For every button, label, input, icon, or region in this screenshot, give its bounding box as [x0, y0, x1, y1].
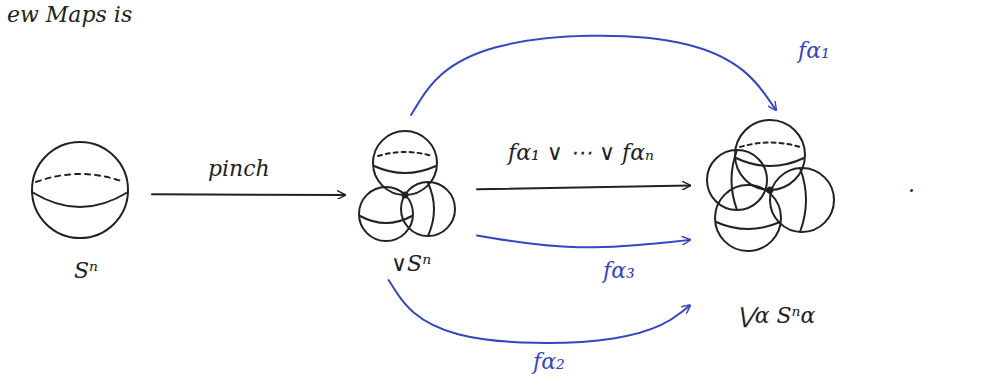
- petal-equator-back: [378, 152, 432, 156]
- petal-equator: [428, 183, 434, 236]
- wedge-petal: [735, 120, 805, 190]
- map-label: fα₁ ∨ ⋯ ∨ fαₙ: [505, 140, 657, 166]
- petal-equator: [374, 166, 436, 173]
- wedge-petal: [707, 150, 767, 210]
- map-label: fα₁: [795, 38, 833, 64]
- sphere: [32, 142, 128, 238]
- petal-equator: [360, 216, 412, 223]
- arrow: [477, 185, 690, 189]
- space-figure: ⋁α Sⁿα: [690, 110, 862, 332]
- petal-equator: [716, 222, 780, 229]
- sphere-equator: [32, 192, 128, 207]
- petal-equator: [732, 150, 738, 210]
- note-text: .: [905, 172, 918, 198]
- petal-equator-back: [740, 143, 800, 148]
- map-label: pinch: [205, 156, 273, 182]
- note-text: ew Maps is: [4, 2, 135, 28]
- space-name: ∨Sⁿ: [345, 251, 477, 276]
- sphere-equator-back: [36, 174, 124, 182]
- map-arrow: [411, 36, 776, 115]
- space-name: Sⁿ: [20, 258, 152, 283]
- space-figure: Sⁿ: [20, 135, 152, 287]
- petal-equator: [736, 158, 804, 166]
- wedge-petal: [373, 131, 437, 195]
- wedge-point: [403, 193, 408, 198]
- map-arrow: [389, 280, 690, 343]
- map-arrow: [477, 235, 690, 247]
- wedge-petal: [715, 185, 781, 251]
- map-label: fα₃: [600, 258, 638, 284]
- space-figure: ∨Sⁿ: [345, 115, 477, 280]
- space-name: ⋁α Sⁿα: [690, 303, 862, 328]
- wedge-petal: [359, 187, 413, 241]
- wedge-point: [768, 188, 773, 193]
- map-label: fα₂: [530, 349, 568, 375]
- arrow: [152, 193, 345, 196]
- petal-equator: [800, 168, 806, 232]
